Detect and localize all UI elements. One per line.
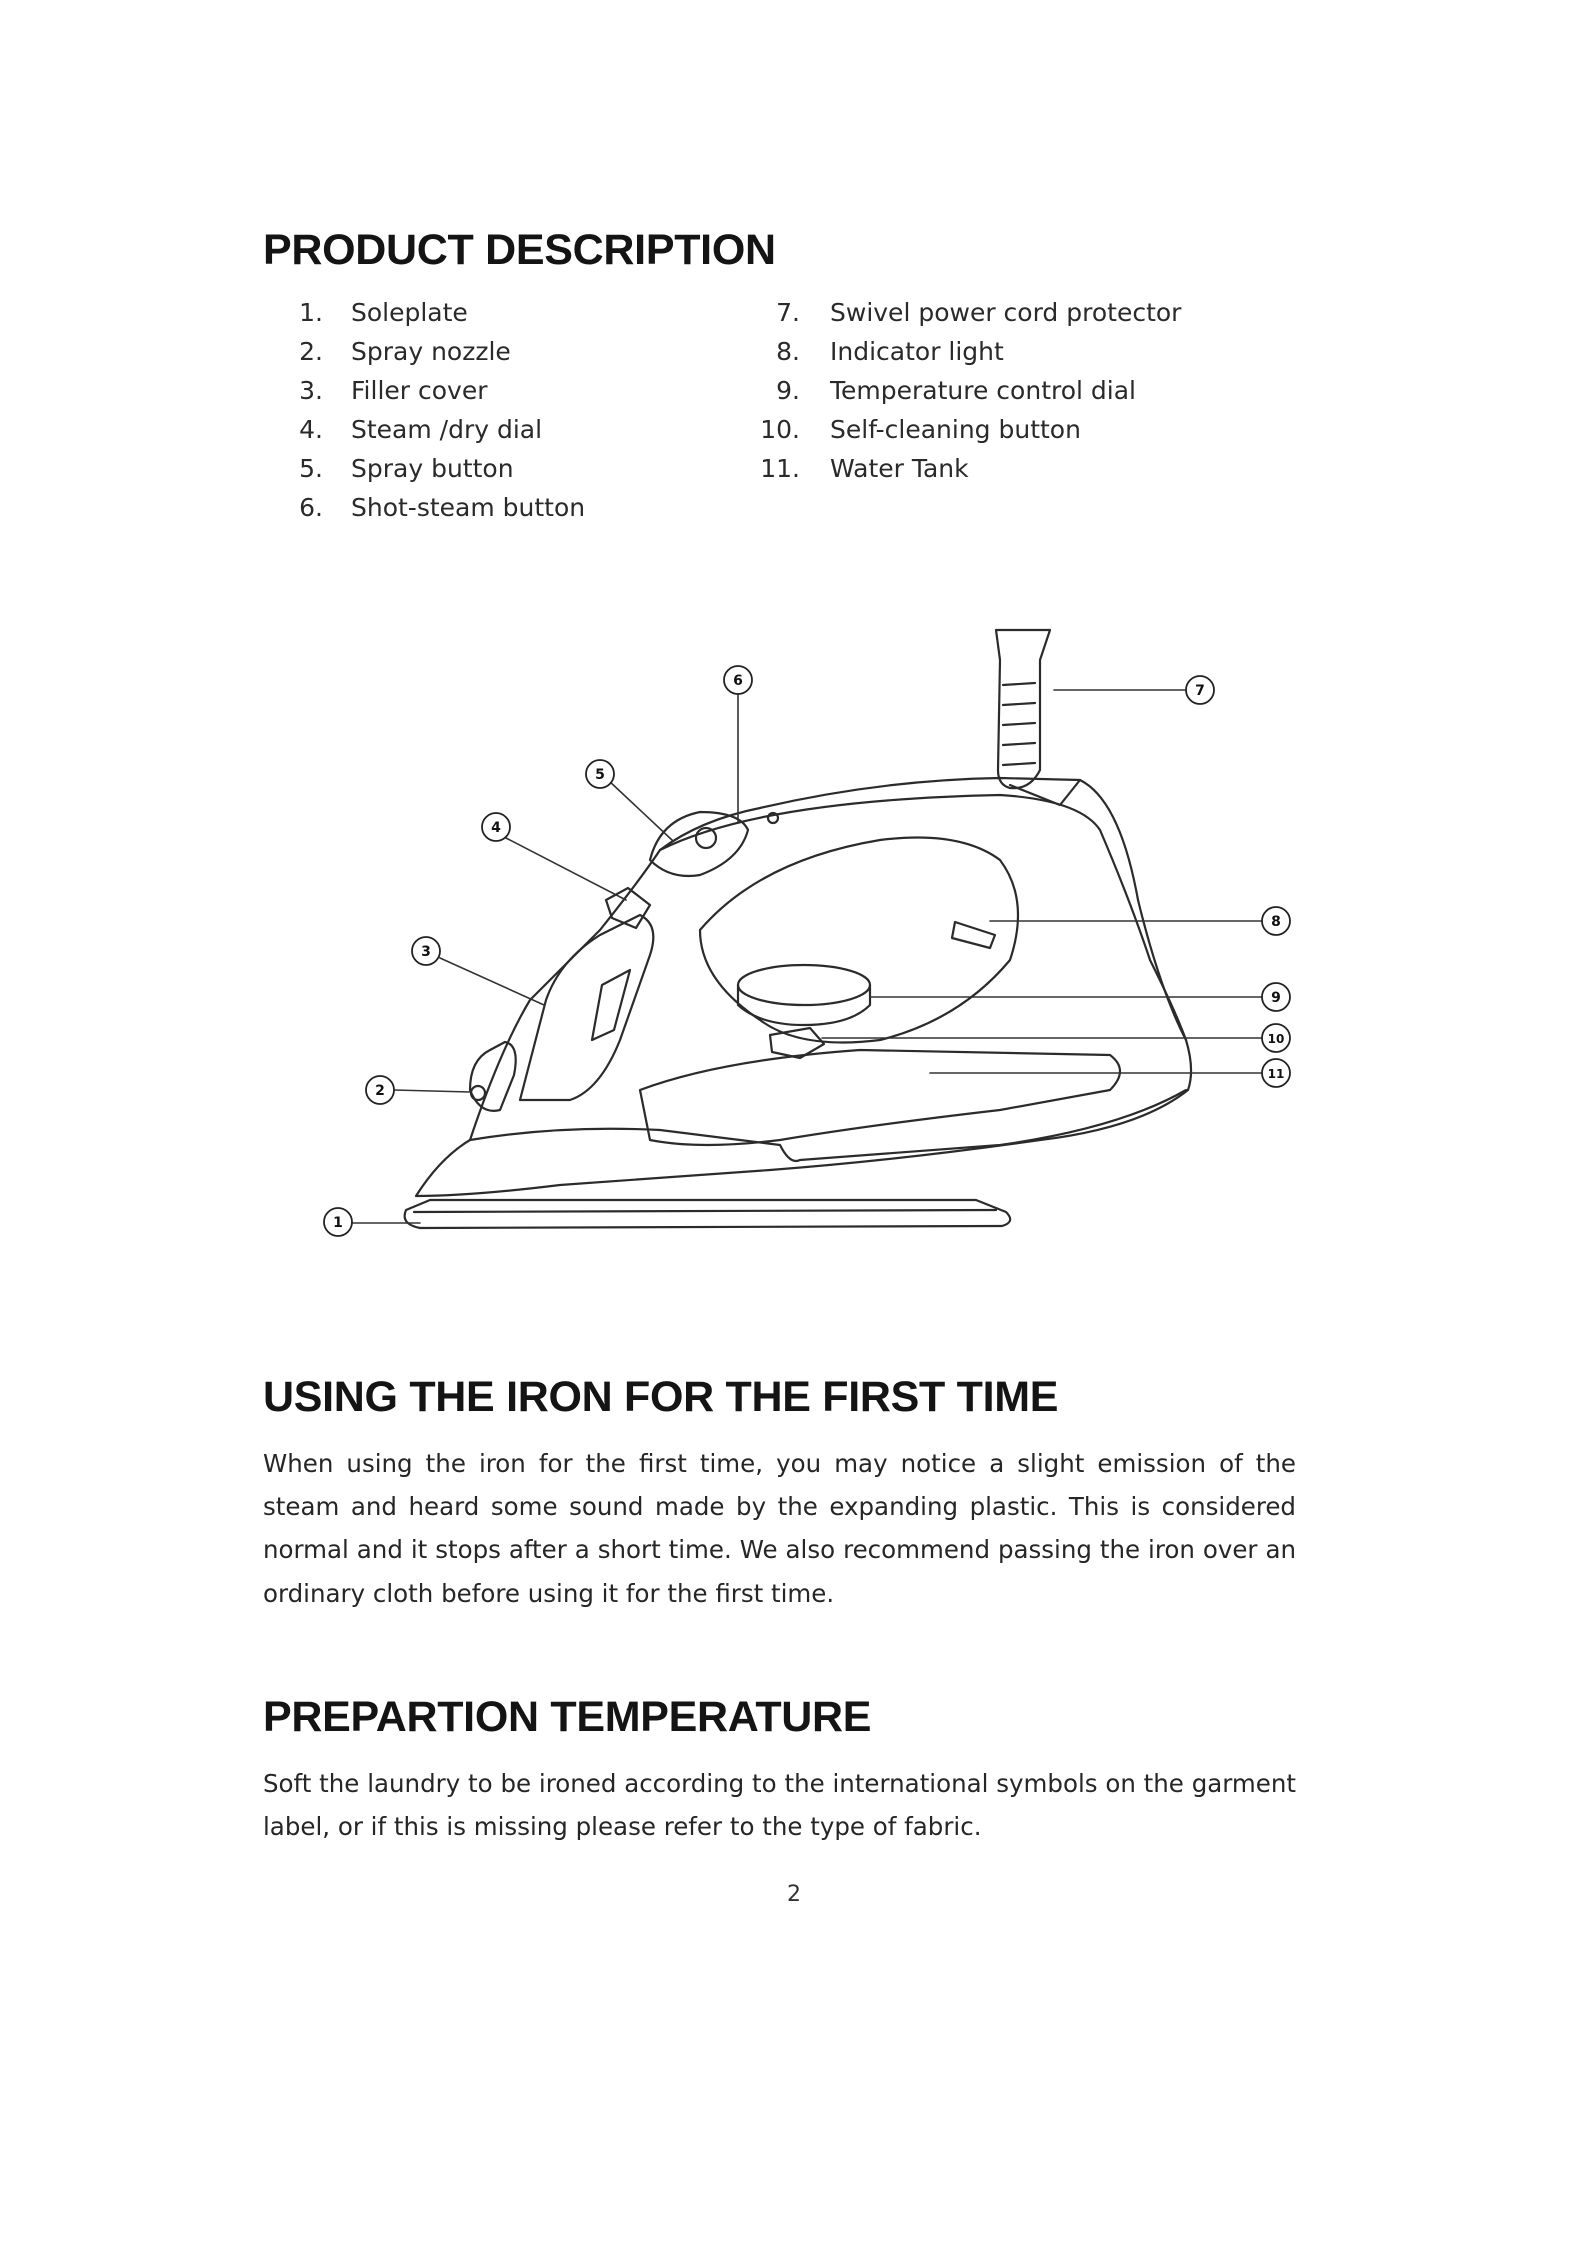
page-number: 2 [787, 1882, 801, 1907]
cord-protector-shape [994, 628, 1052, 790]
preparation-paragraph: Soft the laundry to be ironed according … [263, 1769, 1296, 1842]
callout-11: 11 [1261, 1058, 1291, 1088]
iron-diagram: 1 2 3 4 5 6 7 8 9 10 11 [323, 628, 1291, 1237]
callout-4: 4 [481, 812, 511, 842]
callout-9: 9 [1261, 982, 1291, 1012]
svg-text:8: 8 [1271, 914, 1281, 930]
handle-opening-shape [698, 836, 1020, 1044]
callout-7: 7 [1185, 675, 1215, 705]
svg-text:2: 2 [375, 1083, 385, 1099]
svg-text:9: 9 [1271, 990, 1281, 1006]
spray-nozzle-shape [468, 1040, 517, 1112]
callout-1: 1 [323, 1207, 353, 1237]
first-time-heading: USING THE IRON FOR THE FIRST TIME [263, 1373, 1059, 1421]
svg-text:3: 3 [421, 944, 431, 960]
self-clean-button-shape [768, 1026, 826, 1060]
svg-text:11: 11 [1268, 1067, 1285, 1081]
svg-text:6: 6 [733, 673, 743, 689]
preparation-heading: PREPARTION TEMPERATURE [263, 1693, 872, 1741]
callout-10: 10 [1261, 1023, 1291, 1053]
iron-body-shape [414, 776, 1193, 1198]
water-tank-shape [638, 1048, 1122, 1147]
indicator-light-shape [950, 920, 997, 950]
soleplate-shape [403, 1198, 1012, 1230]
shot-steam-button-shape [648, 810, 750, 878]
svg-text:5: 5 [595, 767, 605, 783]
svg-text:4: 4 [491, 820, 501, 836]
product-description-heading: PRODUCT DESCRIPTION [263, 226, 776, 274]
callout-2: 2 [365, 1075, 395, 1105]
svg-text:7: 7 [1195, 683, 1205, 699]
temperature-dial-shape [736, 963, 872, 1007]
callout-3: 3 [411, 936, 441, 966]
callout-5: 5 [585, 759, 615, 789]
svg-text:10: 10 [1268, 1032, 1285, 1046]
callout-8: 8 [1261, 906, 1291, 936]
callout-6: 6 [723, 665, 753, 695]
svg-text:1: 1 [333, 1215, 343, 1231]
first-time-paragraph: When using the iron for the first time, … [263, 1449, 1296, 1608]
